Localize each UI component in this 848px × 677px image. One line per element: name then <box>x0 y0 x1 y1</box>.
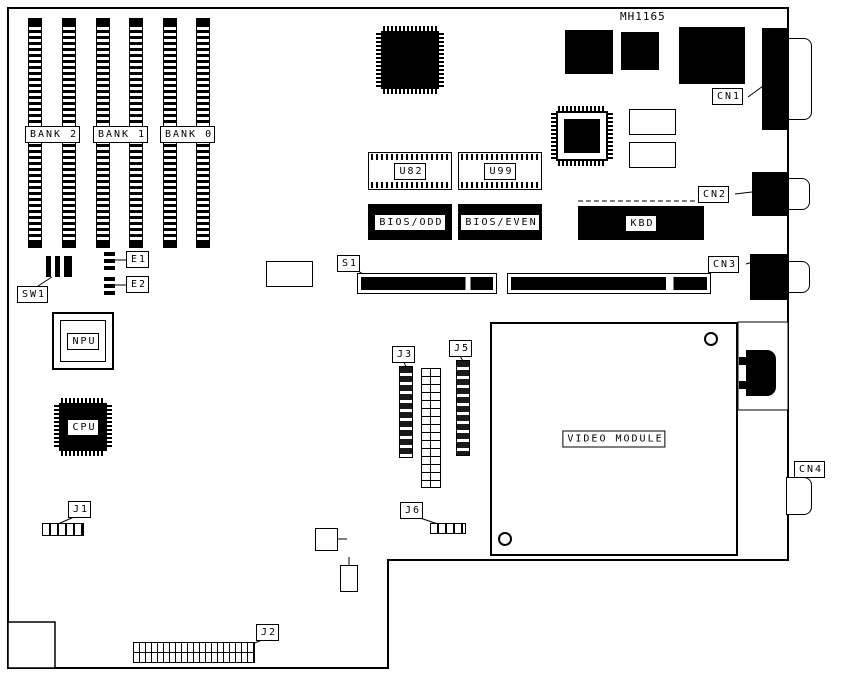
label-bios-even: BIOS/EVEN <box>460 213 540 231</box>
mounting-hole <box>704 332 718 346</box>
chip-die <box>564 119 600 153</box>
label-cn2: CN2 <box>698 186 730 203</box>
j5-header <box>456 360 470 456</box>
label-u82: U82 <box>394 162 426 180</box>
label-npu: NPU <box>67 332 99 350</box>
pin-fringe <box>558 106 606 111</box>
oscillator <box>629 109 676 135</box>
label-bank0: BANK 0 <box>160 126 216 143</box>
cn1-connector-shell <box>788 38 812 120</box>
label-cn4: CN4 <box>794 461 826 478</box>
mounting-hole <box>498 532 512 546</box>
cn2-connector-shell <box>788 178 810 210</box>
bios-odd-rom: BIOS/ODD <box>368 204 452 240</box>
label-j6: J6 <box>400 502 424 519</box>
label-j1: J1 <box>68 501 92 518</box>
cn4-connector-shell <box>786 477 812 515</box>
pin-fringe <box>608 113 613 159</box>
dual-row-header <box>421 368 441 488</box>
cn1-connector <box>762 28 788 130</box>
label-u99: U99 <box>484 162 516 180</box>
pin-fringe <box>383 89 437 94</box>
corner-notch <box>7 621 56 669</box>
empty-socket <box>266 261 313 287</box>
socket-inner <box>60 320 106 362</box>
label-cpu: CPU <box>67 418 99 436</box>
pin-fringe <box>61 398 105 403</box>
label-s1: S1 <box>337 255 361 272</box>
socketed-qfp-chip <box>551 106 613 166</box>
e1-jumper <box>104 252 115 270</box>
ic-chip <box>565 30 613 74</box>
pin-fringe <box>376 33 381 87</box>
pin-fringe <box>551 113 556 159</box>
npu-socket: NPU <box>52 312 114 370</box>
label-e2: E2 <box>126 276 150 293</box>
label-bank2: BANK 2 <box>25 126 81 143</box>
part-number: MH1165 <box>620 10 666 23</box>
j1-header <box>42 523 84 536</box>
ic-chip <box>679 27 745 84</box>
qfp-chip <box>376 26 444 94</box>
chip-die <box>381 31 439 89</box>
din-connector <box>739 350 776 396</box>
label-sw1: SW1 <box>17 286 49 303</box>
u82-socket: U82 <box>368 152 452 190</box>
cn2-connector <box>752 172 788 216</box>
pin-fringe <box>383 26 437 31</box>
j3-header <box>399 366 413 458</box>
discrete-component <box>340 565 358 592</box>
pin-fringe <box>107 405 112 449</box>
bus-slot-s1-a <box>357 273 497 294</box>
video-module: VIDEO MODULE <box>490 322 738 556</box>
label-j3: J3 <box>392 346 416 363</box>
pin-fringe <box>439 33 444 87</box>
label-cn3: CN3 <box>708 256 740 273</box>
cn3-connector-shell <box>788 261 810 293</box>
label-kbd: KBD <box>625 214 657 232</box>
label-cn1: CN1 <box>712 88 744 105</box>
label-bank1: BANK 1 <box>93 126 149 143</box>
kbd-controller: KBD <box>578 206 704 240</box>
discrete-component <box>315 528 338 551</box>
bus-slot-s1-b <box>507 273 711 294</box>
label-video-module: VIDEO MODULE <box>562 430 666 448</box>
bios-even-rom: BIOS/EVEN <box>458 204 542 240</box>
u99-socket: U99 <box>458 152 542 190</box>
label-j5: J5 <box>449 340 473 357</box>
pin-fringe <box>54 405 59 449</box>
j2-header <box>133 642 255 663</box>
label-j2: J2 <box>256 624 280 641</box>
cpu-chip: CPU <box>54 398 112 456</box>
pin-fringe <box>558 161 606 166</box>
sw1-dip-switch <box>46 256 72 277</box>
pin-fringe <box>61 451 105 456</box>
cn3-connector <box>750 254 788 300</box>
ic-chip <box>621 32 659 70</box>
oscillator <box>629 142 676 168</box>
j6-header <box>430 523 466 534</box>
label-e1: E1 <box>126 251 150 268</box>
e2-jumper <box>104 277 115 295</box>
label-bios-odd: BIOS/ODD <box>374 213 446 231</box>
